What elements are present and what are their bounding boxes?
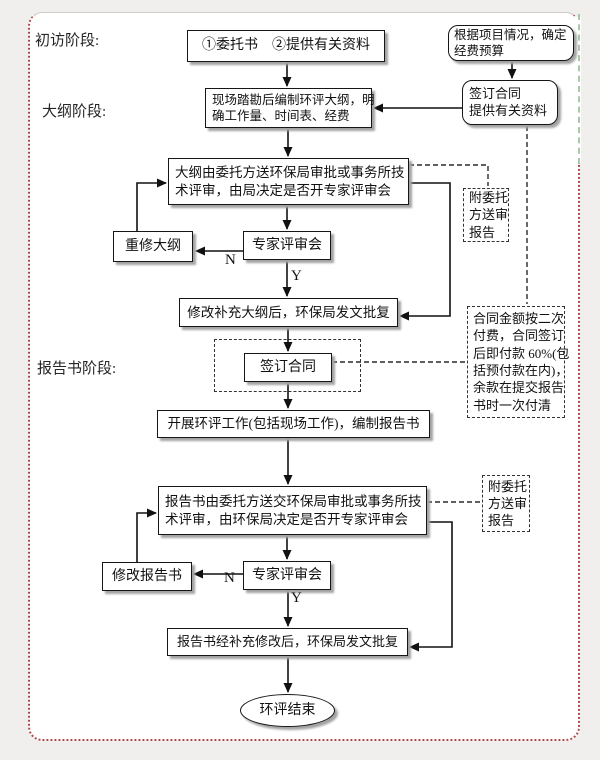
label-n-1: N (225, 252, 236, 268)
node-survey: 现场踏勘后编制环评大纲，明 确工作量、时间表、经费 (205, 88, 375, 128)
node-budget: 根据项目情况，确定 经费预算 (448, 25, 574, 61)
connector-outlinereview-outlineapproval (399, 182, 451, 321)
note-attach-report-2: 附委托 方送审 报告 (482, 475, 530, 532)
dashed-frame-sign-contract (214, 339, 361, 392)
dashed-connector-outlinereview-attach1 (409, 164, 489, 186)
node-expert-review-1: 专家评审会 (243, 231, 331, 260)
stage-label-outline: 大纲阶段: (42, 104, 107, 120)
node-revise-outline: 重修大纲 (113, 231, 193, 262)
green-dashed-border (578, 14, 580, 164)
connector-reviseoutline-outlinereview (136, 178, 167, 231)
label-y-2: Y (291, 590, 302, 606)
label-n-2: N (224, 570, 235, 586)
node-eia-work: 开展环评工作(包括现场工作)，编制报告书 (157, 410, 430, 438)
label-y-1: Y (291, 268, 302, 284)
node-outline-review: 大纲由委托方送环保局审批或事务所技 术评审，由局决定是否开专家评审会 (168, 158, 409, 205)
node-report-approval: 报告书经补充修改后，环保局发文批复 (167, 628, 408, 656)
node-entrust: ①委托书 ②提供有关资料 (187, 30, 385, 62)
node-expert-review-2: 专家评审会 (243, 561, 331, 590)
node-report-review: 报告书由委托方送交环保局审批或事务所技 术评审，由环保局决定是否开专家评审会 (158, 486, 427, 535)
node-sign-contract: 签订合同 (244, 353, 332, 382)
stage-label-report: 报告书阶段: (37, 361, 117, 377)
stage-label-visit: 初访阶段: (35, 33, 100, 49)
connector-reportreview-reportapproval (409, 521, 453, 652)
note-attach-report-1: 附委托 方送审 报告 (463, 188, 509, 242)
node-end-ellipse: 环评结束 (240, 694, 335, 727)
note-payment-terms: 合同金额按二次 付费，合同签订 后即付款 60%(包 括预付款在内)， 余款在提… (467, 306, 569, 418)
node-outline-approval: 修改补充大纲后，环保局发文批复 (179, 298, 398, 327)
node-revise-report: 修改报告书 (102, 562, 192, 591)
border-cover (574, 17, 581, 163)
node-contract-materials: 签订合同 提供有关资料 (462, 80, 558, 125)
connector-revisereport-reportreview (136, 508, 157, 562)
